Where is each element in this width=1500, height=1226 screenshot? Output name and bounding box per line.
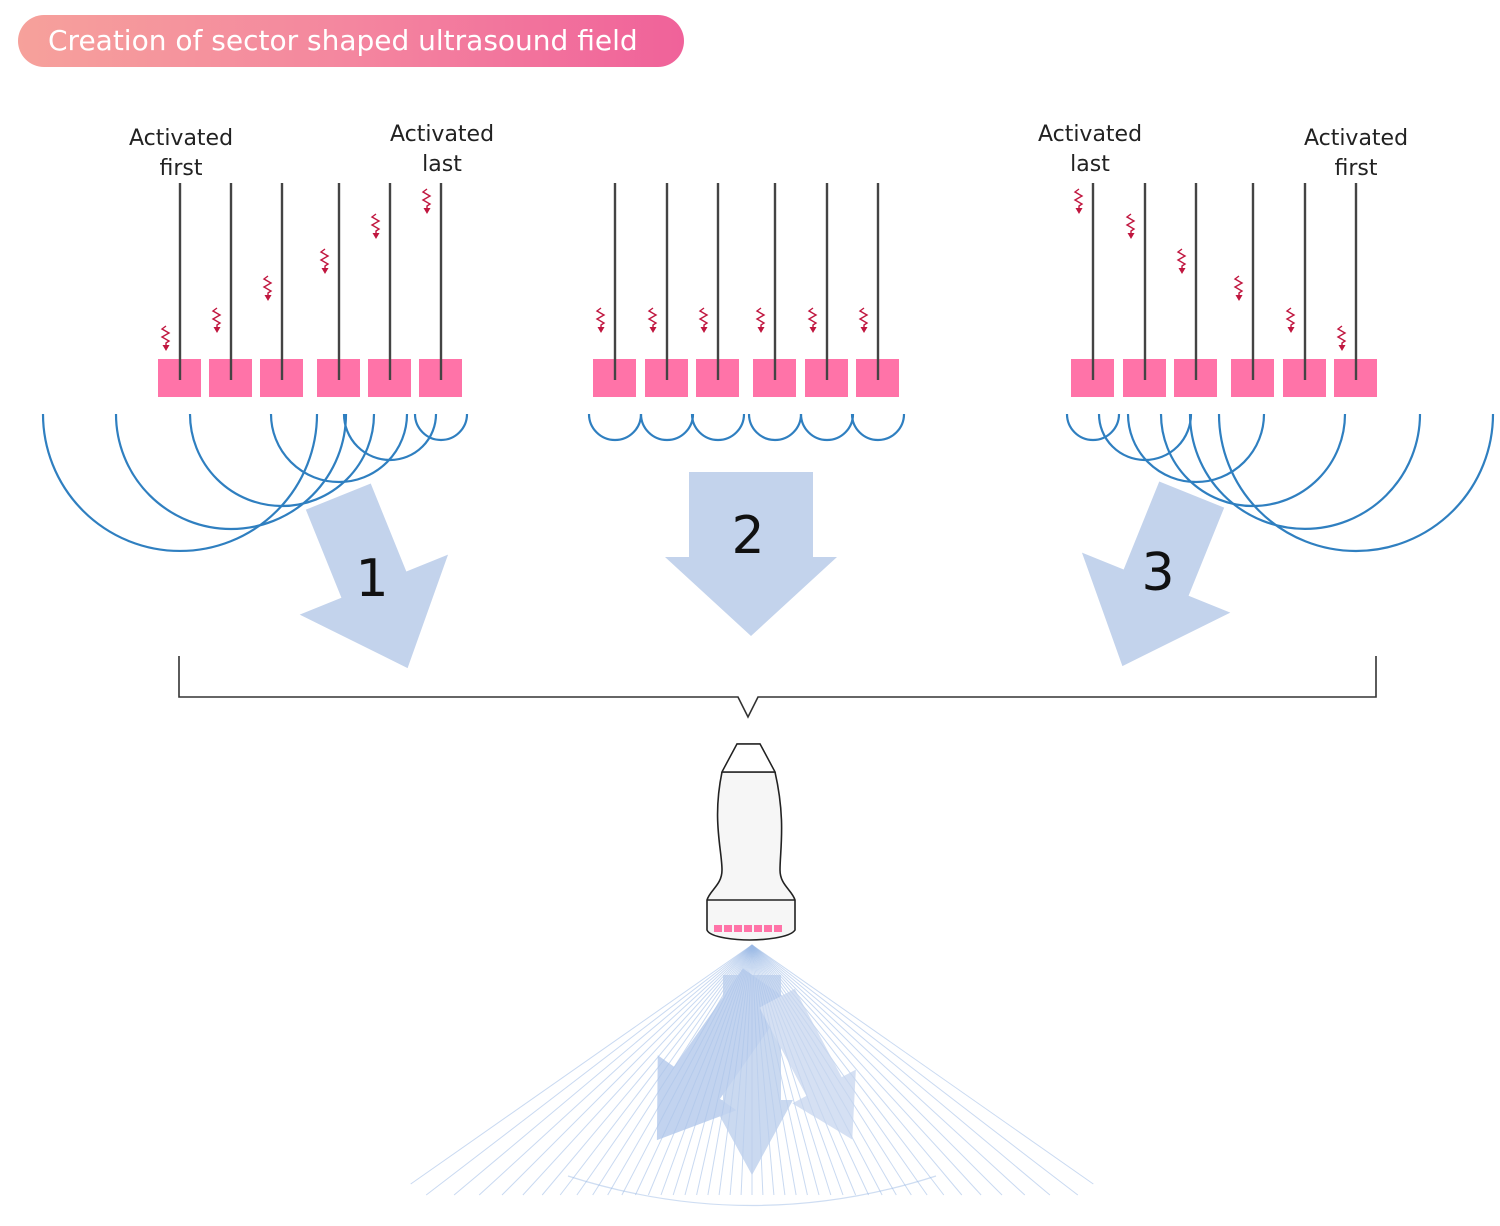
beam-line: [522, 944, 753, 1196]
panel-2-wavefront: [587, 413, 643, 442]
pulses: [160, 188, 1347, 351]
pulse-icon: [211, 307, 222, 333]
beam-line: [478, 944, 753, 1196]
panel-3-left-label-line1: Activated: [1038, 122, 1142, 147]
probe-elements: [714, 925, 782, 932]
probe-element: [754, 925, 762, 932]
pulse-icon: [755, 307, 766, 333]
beam-line: [559, 944, 753, 1196]
beam-line: [751, 944, 1003, 1196]
transducer-elements: [158, 359, 1377, 397]
pulse-icon: [698, 307, 709, 333]
beam-line: [501, 944, 753, 1196]
pulse-icon: [319, 248, 330, 274]
beam-line: [751, 944, 1094, 1185]
ultrasound-probe-icon: [706, 743, 796, 941]
probe-element: [764, 925, 772, 932]
beam-arc: [567, 1175, 937, 1207]
panel-2-wavefront: [799, 413, 855, 442]
panel-3-number: 3: [1141, 543, 1174, 603]
panel-3-wavefront: [1217, 413, 1495, 553]
pulse-icon: [647, 307, 658, 333]
beam-line: [425, 944, 753, 1196]
panel-3-right-label-line1: Activated: [1304, 126, 1408, 151]
beam-line: [410, 944, 753, 1185]
panel-3-left-label-line2: last: [1070, 152, 1110, 177]
probe-element: [734, 925, 742, 932]
panel-1-left-label-line1: Activated: [129, 126, 233, 151]
panel-2-direction-arrow: [665, 472, 837, 636]
beam-line: [751, 944, 1026, 1196]
beam-line: [751, 944, 982, 1196]
pulse-icon: [370, 213, 381, 239]
pulse-icon: [160, 325, 171, 351]
panel-1-right-label-line2: last: [422, 152, 462, 177]
pulse-icon: [421, 188, 432, 214]
beam-line: [751, 944, 1051, 1196]
panel-3-wavefront: [1126, 413, 1266, 484]
pulse-icon: [858, 307, 869, 333]
panel-1-wavefront: [114, 413, 348, 531]
panel-3-right-label-line2: first: [1335, 156, 1378, 181]
panel-1-number: 1: [355, 549, 388, 609]
pulse-icon: [262, 275, 273, 301]
page-title: Creation of sector shaped ultrasound fie…: [48, 24, 638, 57]
pulse-icon: [807, 307, 818, 333]
pulse-icon: [1233, 275, 1244, 301]
beam-arrows: [656, 968, 856, 1175]
beam-line: [751, 944, 928, 1196]
panel-1-left-label-line2: first: [160, 156, 203, 181]
panel-1-wavefront: [269, 413, 409, 484]
beam-line: [751, 944, 1079, 1196]
panel-1-direction-arrow: [299, 483, 449, 669]
beam-line: [541, 944, 753, 1196]
pulse-icon: [595, 307, 606, 333]
panel-3-wavefront: [1188, 413, 1422, 531]
pulse-icon: [1176, 248, 1187, 274]
panel-1-wavefront: [413, 413, 469, 442]
wavefronts: [41, 413, 1495, 553]
panel-3-wavefront: [1097, 413, 1193, 462]
panel-2-wavefront: [690, 413, 746, 442]
pulse-icon: [1125, 213, 1136, 239]
pulse-icon: [1336, 325, 1347, 351]
panel-3-direction-arrow: [1081, 481, 1231, 667]
pulse-icon: [1073, 188, 1084, 214]
pulse-icon: [1285, 307, 1296, 333]
probe-element: [714, 925, 722, 932]
panel-1-right-label-line1: Activated: [390, 122, 494, 147]
beam-line: [453, 944, 753, 1196]
probe-element: [744, 925, 752, 932]
wires: [178, 183, 1358, 380]
beam-line: [751, 944, 945, 1196]
probe-element: [774, 925, 782, 932]
panel-1-wavefront: [342, 413, 438, 462]
title-banner: Creation of sector shaped ultrasound fie…: [18, 15, 684, 67]
panel-1-wavefront: [41, 413, 319, 553]
panel-2-wavefront: [850, 413, 906, 442]
panel-2-wavefront: [747, 413, 803, 442]
beam-line: [751, 944, 963, 1196]
probe-element: [724, 925, 732, 932]
panel-1-wavefront: [188, 413, 376, 508]
panel-2-wavefront: [639, 413, 695, 442]
combining-bracket: [178, 656, 1377, 719]
panel-3-wavefront: [1065, 413, 1121, 442]
panel-2-number: 2: [731, 506, 764, 566]
